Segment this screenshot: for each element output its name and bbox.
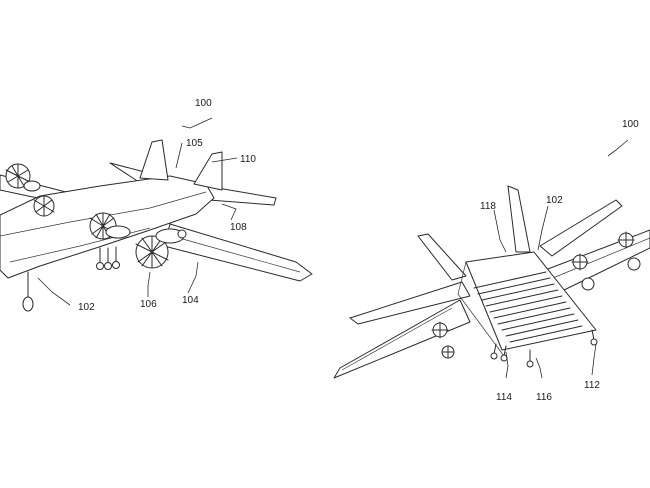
ref-102-right: 102 xyxy=(546,195,563,206)
ref-114: 114 xyxy=(496,392,512,403)
ref-102-left: 102 xyxy=(78,302,95,313)
aircraft-left-view: 100 105 110 108 102 106 104 xyxy=(0,98,313,313)
right-view-fin-right xyxy=(507,185,531,253)
vertical-fin-front xyxy=(193,151,223,191)
nose-gear xyxy=(22,271,34,312)
ref-110: 110 xyxy=(240,154,256,165)
vertical-fin-rear xyxy=(139,139,169,181)
rotor-group-right xyxy=(135,228,187,269)
ref-118: 118 xyxy=(480,201,496,212)
ref-106: 106 xyxy=(140,299,157,310)
ref-105: 105 xyxy=(186,138,203,149)
right-view-fin-left xyxy=(417,233,467,281)
ref-104: 104 xyxy=(182,295,199,306)
ref-112: 112 xyxy=(584,380,600,391)
ref-108: 108 xyxy=(230,222,247,233)
right-view-port-wing xyxy=(333,299,471,379)
rotor-group-left xyxy=(5,163,55,217)
right-view-landing-gear xyxy=(490,329,598,368)
rotor-group-center xyxy=(89,212,131,270)
right-view-rotors xyxy=(431,231,641,359)
right-view-fuselage xyxy=(465,251,597,351)
bay-panel-slats xyxy=(473,271,583,343)
ref-116: 116 xyxy=(536,392,552,403)
aircraft-right-view: 100 118 102 114 116 112 xyxy=(333,119,650,403)
ref-100-left: 100 xyxy=(195,98,212,109)
right-view-tail-right xyxy=(539,199,623,257)
ref-100-right: 100 xyxy=(622,119,639,130)
right-view-upper-wing xyxy=(349,281,471,325)
landing-gear-center xyxy=(96,246,120,270)
